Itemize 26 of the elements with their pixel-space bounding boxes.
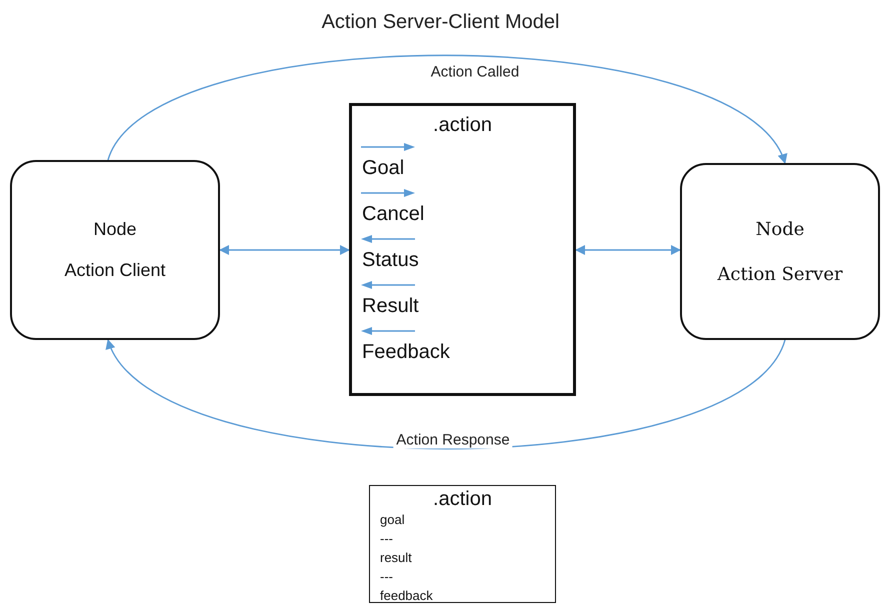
file-heading: .action	[433, 114, 492, 136]
message-field: ---	[380, 529, 393, 548]
node-label: Node	[756, 218, 804, 240]
arrow	[575, 245, 681, 255]
node-label: Action Server	[717, 264, 843, 284]
message-field: result	[380, 548, 412, 567]
file-box	[349, 103, 576, 396]
arrow	[219, 245, 350, 255]
edge-label: Action Response	[393, 432, 513, 448]
message-field: Goal	[362, 154, 404, 182]
message-field: feedback	[380, 586, 433, 605]
message-field: Cancel	[362, 200, 424, 228]
message-field: goal	[380, 510, 405, 529]
message-field: Feedback	[362, 338, 450, 366]
diagram-title: Action Server-Client Model	[320, 11, 560, 34]
arrow	[107, 54, 786, 164]
node-label: Node	[93, 219, 137, 240]
file-box	[369, 485, 556, 603]
message-field: Result	[362, 292, 419, 320]
arrow	[107, 339, 786, 450]
node-box	[10, 160, 220, 340]
file-heading: .action	[433, 488, 492, 510]
message-field: Status	[362, 246, 419, 274]
message-field: ---	[380, 567, 393, 586]
node-label: Action Client	[64, 260, 166, 281]
node-box	[680, 163, 880, 340]
